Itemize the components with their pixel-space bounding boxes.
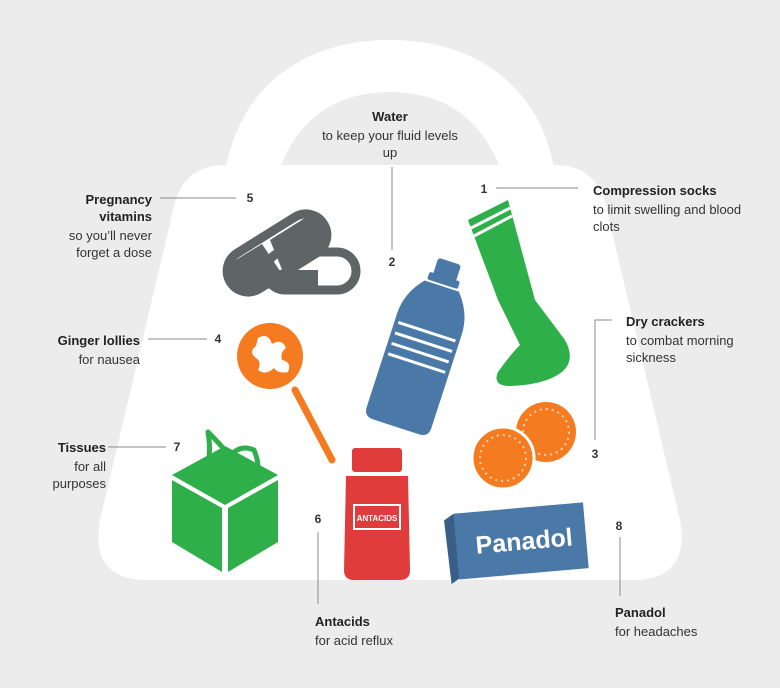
- item-title: Antacids: [315, 614, 370, 629]
- badge-5: 5: [239, 187, 261, 209]
- label-pregnancy-vitamins: Pregnancy vitamins so you’ll never forge…: [40, 191, 152, 261]
- tissue-box-icon: [172, 429, 278, 572]
- item-desc: to limit swelling and blood clots: [593, 202, 742, 234]
- label-compression-socks: Compression socks to limit swelling and …: [593, 182, 763, 235]
- item-desc: to keep your fluid levels up: [322, 128, 458, 160]
- badge-3: 3: [584, 443, 606, 465]
- badge-2: 2: [381, 251, 403, 273]
- water-bottle-icon: [365, 258, 465, 436]
- badge-6: 6: [307, 508, 329, 530]
- badge-7: 7: [166, 436, 188, 458]
- item-desc: to combat morning sickness: [626, 333, 734, 365]
- panadol-box-icon: [444, 502, 589, 585]
- item-title: Compression socks: [593, 183, 717, 198]
- badge-8: 8: [608, 515, 630, 537]
- item-title: Pregnancy vitamins: [85, 192, 152, 224]
- connector-lines: [108, 167, 621, 604]
- item-desc: for acid reflux: [315, 633, 394, 648]
- item-title: Dry crackers: [626, 314, 705, 329]
- antacid-label: ANTACIDS: [357, 514, 398, 523]
- item-desc: for nausea: [78, 352, 140, 367]
- label-panadol: Panadol for headaches: [615, 604, 765, 640]
- lollipop-icon: [237, 323, 336, 464]
- item-title: Ginger lollies: [57, 333, 140, 348]
- crackers-icon: [470, 402, 576, 491]
- badge-4: 4: [207, 328, 229, 350]
- label-water: Water to keep your fluid levels up: [320, 108, 460, 161]
- item-desc: so you’ll never forget a dose: [68, 228, 152, 260]
- label-ginger-lollies: Ginger lollies for nausea: [20, 332, 140, 368]
- label-tissues: Tissues for all purposes: [20, 439, 106, 492]
- sock-icon: [468, 200, 570, 386]
- item-desc: for all purposes: [52, 459, 106, 491]
- antacid-bottle-icon: [344, 448, 410, 580]
- label-antacids: Antacids for acid reflux: [315, 613, 465, 649]
- item-desc: for headaches: [615, 624, 698, 639]
- badge-1: 1: [473, 178, 495, 200]
- item-title: Panadol: [615, 605, 666, 620]
- pills-icon: [222, 209, 361, 297]
- item-title: Water: [372, 109, 408, 124]
- item-title: Tissues: [57, 440, 106, 455]
- label-dry-crackers: Dry crackers to combat morning sickness: [626, 313, 766, 366]
